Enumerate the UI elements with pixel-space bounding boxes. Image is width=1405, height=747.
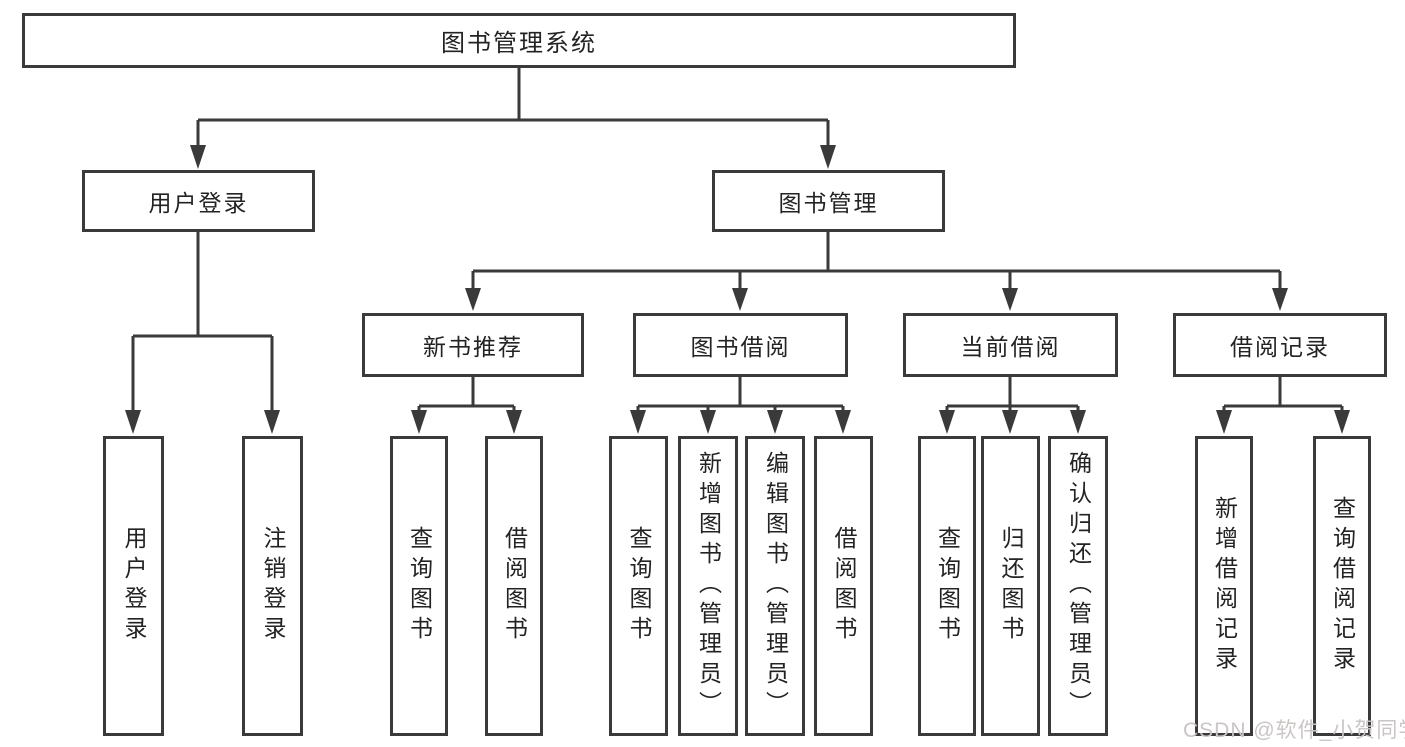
node-root: 图书管理系统: [22, 13, 1016, 68]
node-current-borrow-label: 当前借阅: [960, 334, 1061, 360]
node-user-login-label: 用户登录: [148, 190, 249, 216]
leaf-edit-book-admin: 编辑图书（管理员）: [745, 436, 805, 736]
leaf-user-login: 用户登录: [103, 436, 164, 736]
node-borrow-records: 借阅记录: [1173, 313, 1387, 377]
leaf-add-book-admin-label: 新增图书（管理员）: [695, 451, 722, 721]
leaf-query-borrow-record: 查询借阅记录: [1313, 436, 1371, 736]
leaf-query-books-borrow: 查询图书: [609, 436, 668, 736]
node-new-book-recommend-label: 新书推荐: [423, 334, 523, 360]
leaf-query-borrow-record-label: 查询借阅记录: [1329, 496, 1356, 676]
leaf-add-borrow-record: 新增借阅记录: [1195, 436, 1253, 736]
leaf-edit-book-admin-label: 编辑图书（管理员）: [762, 451, 789, 721]
leaf-add-book-admin: 新增图书（管理员）: [678, 436, 738, 736]
node-book-borrow: 图书借阅: [633, 313, 848, 377]
node-book-management-label: 图书管理: [778, 190, 879, 216]
leaf-query-books-current-label: 查询图书: [934, 526, 961, 646]
leaf-logout: 注销登录: [242, 436, 303, 736]
watermark: CSDN @软件_小贺同学: [1183, 719, 1405, 742]
leaf-borrow-books-recommend: 借阅图书: [485, 436, 543, 736]
leaf-logout-label: 注销登录: [260, 526, 286, 646]
node-borrow-records-label: 借阅记录: [1230, 334, 1330, 360]
leaf-query-books-current: 查询图书: [918, 436, 976, 736]
node-root-label: 图书管理系统: [441, 30, 597, 57]
node-user-login: 用户登录: [82, 170, 315, 232]
leaf-query-books-borrow-label: 查询图书: [626, 526, 652, 646]
node-book-management: 图书管理: [712, 170, 945, 232]
node-current-borrow: 当前借阅: [903, 313, 1118, 377]
leaf-user-login-label: 用户登录: [121, 526, 147, 646]
leaf-return-book-label: 归还图书: [998, 526, 1024, 646]
leaf-confirm-return-admin: 确认归还（管理员）: [1048, 436, 1108, 736]
leaf-query-books-recommend-label: 查询图书: [406, 526, 433, 646]
leaf-borrow-books-borrow: 借阅图书: [814, 436, 873, 736]
leaf-borrow-books-recommend-label: 借阅图书: [501, 526, 528, 646]
leaf-add-borrow-record-label: 新增借阅记录: [1211, 496, 1238, 676]
leaf-query-books-recommend: 查询图书: [390, 436, 448, 736]
node-book-borrow-label: 图书借阅: [690, 334, 791, 360]
leaf-return-book: 归还图书: [981, 436, 1040, 736]
node-new-book-recommend: 新书推荐: [362, 313, 584, 377]
leaf-borrow-books-borrow-label: 借阅图书: [831, 526, 857, 646]
leaf-confirm-return-admin-label: 确认归还（管理员）: [1065, 451, 1092, 721]
